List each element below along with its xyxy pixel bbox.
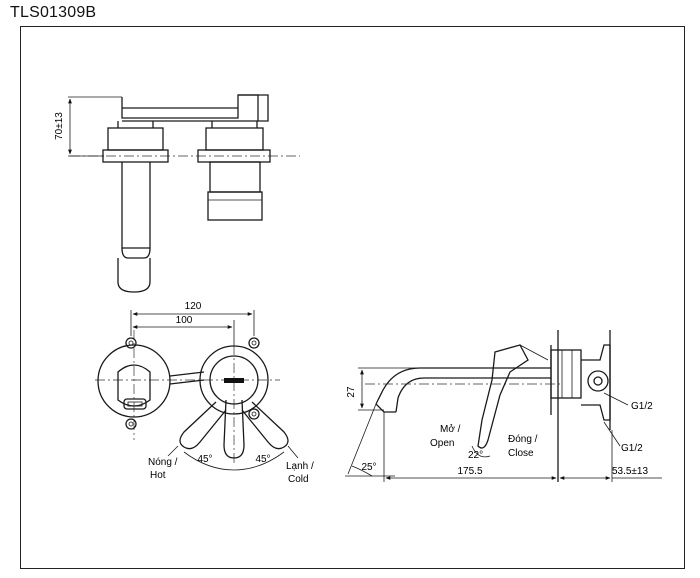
hot-pipe-end — [117, 258, 151, 293]
profile-view: Mở / Open 22° Đóng / Close 27 25° 175.5 … — [345, 330, 662, 482]
mixer-escutcheon — [199, 345, 269, 415]
side-view: 70±13 — [54, 94, 300, 293]
mixer-cap — [209, 355, 259, 405]
inlet-fitting — [587, 370, 609, 392]
hot-mount-flange — [102, 149, 169, 163]
profile-handle — [477, 344, 529, 449]
spout-outlet — [117, 364, 151, 407]
spout-upper-edge — [375, 367, 551, 405]
close-label-line1: Đóng / — [508, 434, 538, 445]
drawing-title: TLS01309B — [10, 4, 97, 21]
hot-cold-indicator — [224, 378, 244, 383]
screw-hole-bottom-left — [125, 418, 137, 430]
open-label-line2: Open — [430, 438, 454, 449]
wall-box — [581, 344, 611, 421]
close-label-line2: Close — [508, 448, 534, 459]
cold-label-line2: Cold — [288, 474, 309, 485]
angle-right-label: 45° — [255, 454, 270, 465]
hot-label-line2: Hot — [150, 470, 166, 481]
front-inner-label: 100 — [176, 315, 193, 326]
hot-label-line1: Nóng / — [148, 457, 178, 468]
spout-escutcheon — [97, 344, 171, 418]
hot-pipe — [121, 162, 151, 249]
handle-cold-position — [241, 401, 289, 450]
spout-angle-label: 25° — [361, 462, 376, 473]
mixer-body — [550, 349, 582, 399]
cold-label-line1: Lạnh / — [286, 461, 314, 472]
open-label-line1: Mở / — [440, 423, 461, 435]
front-width-label: 120 — [185, 301, 202, 312]
handle-hot-position — [179, 401, 227, 450]
side-height-label: 70±13 — [54, 112, 65, 140]
spout-lower-edge — [395, 377, 551, 413]
screw-hole-bottom-right — [248, 408, 260, 420]
thread-lower-label: G1/2 — [621, 443, 643, 454]
spout-height-label: 27 — [346, 386, 357, 398]
open-angle-label: 22° — [468, 450, 483, 461]
front-view: 120 100 45° — [95, 301, 314, 485]
screw-hole-top-left — [125, 337, 137, 349]
wall-depth-label: 53.5±13 — [612, 466, 649, 477]
thread-upper-label: G1/2 — [631, 401, 653, 412]
drawing-frame — [20, 26, 685, 569]
cold-valve-body — [209, 161, 261, 193]
cold-mount-body — [205, 127, 264, 151]
screw-hole-top-right — [248, 337, 260, 349]
spout-length-label: 175.5 — [457, 466, 482, 477]
cold-valve-nut — [207, 191, 263, 221]
hot-mount-body — [107, 127, 164, 151]
angle-left-label: 45° — [197, 454, 212, 465]
mixer-handle — [223, 399, 245, 459]
